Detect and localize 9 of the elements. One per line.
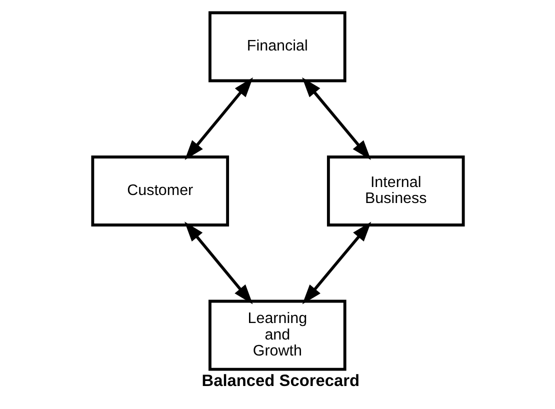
node-box: Customer — [90, 156, 229, 226]
arrow — [302, 222, 371, 304]
caption: Balanced Scorecard — [201, 372, 360, 390]
arrow — [302, 77, 370, 160]
arrow — [184, 77, 253, 160]
arrow — [184, 222, 252, 304]
node-box: Financial — [208, 11, 346, 82]
node-box: Learning and Growth — [208, 300, 346, 371]
node-box: Internal Business — [326, 156, 464, 226]
